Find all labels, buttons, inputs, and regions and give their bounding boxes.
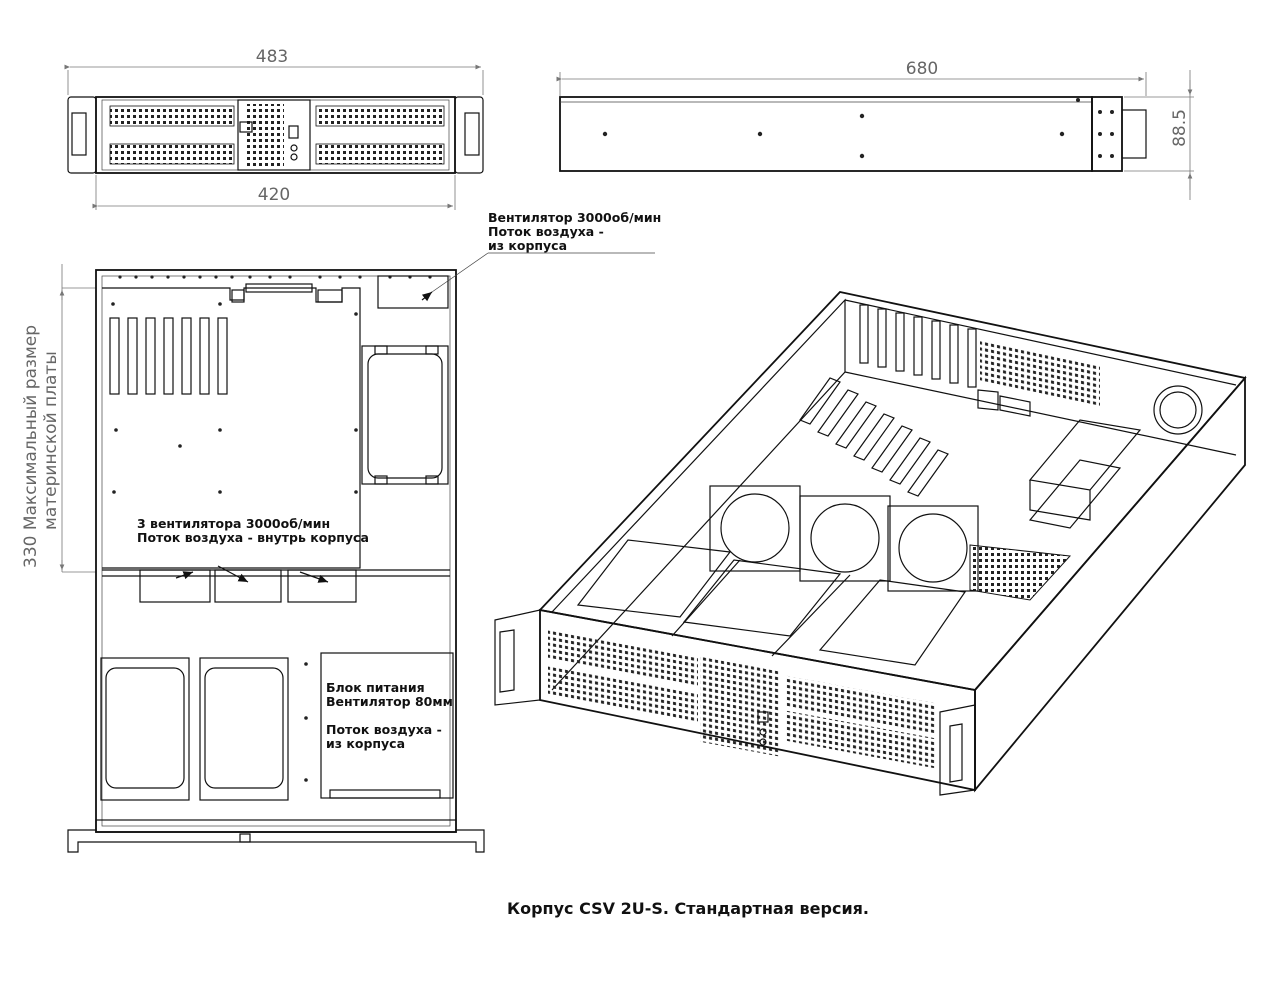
svg-text:3 вентилятора 3000об/мин: 3 вентилятора 3000об/мин: [137, 516, 330, 531]
note-psu: Блок питания Вентилятор 80мм Поток возду…: [326, 680, 453, 751]
caption: Корпус CSV 2U-S. Стандартная версия.: [507, 899, 869, 918]
dim-680: 680: [906, 59, 938, 79]
dim-motherboard-line1: 330 Максимальный размер: [21, 325, 41, 568]
isometric-view: [494, 291, 1247, 796]
front-view: 483 420: [64, 47, 484, 210]
dim-483: 483: [256, 47, 288, 67]
svg-text:из корпуса: из корпуса: [488, 238, 567, 253]
dim-motherboard-line2: материнской платы: [41, 351, 61, 530]
svg-text:Поток воздуха -: Поток воздуха -: [326, 722, 442, 737]
svg-text:Блок питания: Блок питания: [326, 680, 425, 695]
side-view: 680 88.5: [556, 59, 1194, 200]
svg-text:из корпуса: из корпуса: [326, 736, 405, 751]
svg-text:Поток воздуха -: Поток воздуха -: [488, 224, 604, 239]
dim-88-5: 88.5: [1170, 109, 1190, 147]
svg-text:Вентилятор 3000об/мин: Вентилятор 3000об/мин: [488, 210, 661, 225]
svg-text:Поток воздуха - внутрь корпуса: Поток воздуха - внутрь корпуса: [137, 530, 369, 545]
dim-420: 420: [258, 185, 290, 205]
note-mid-fans: 3 вентилятора 3000об/мин Поток воздуха -…: [137, 516, 369, 545]
top-view: 330 Максимальный размер материнской плат…: [21, 264, 485, 853]
note-rear-fan: Вентилятор 3000об/мин Поток воздуха - из…: [431, 210, 661, 293]
front-panel: [548, 629, 935, 769]
svg-text:Вентилятор 80мм: Вентилятор 80мм: [326, 694, 453, 709]
